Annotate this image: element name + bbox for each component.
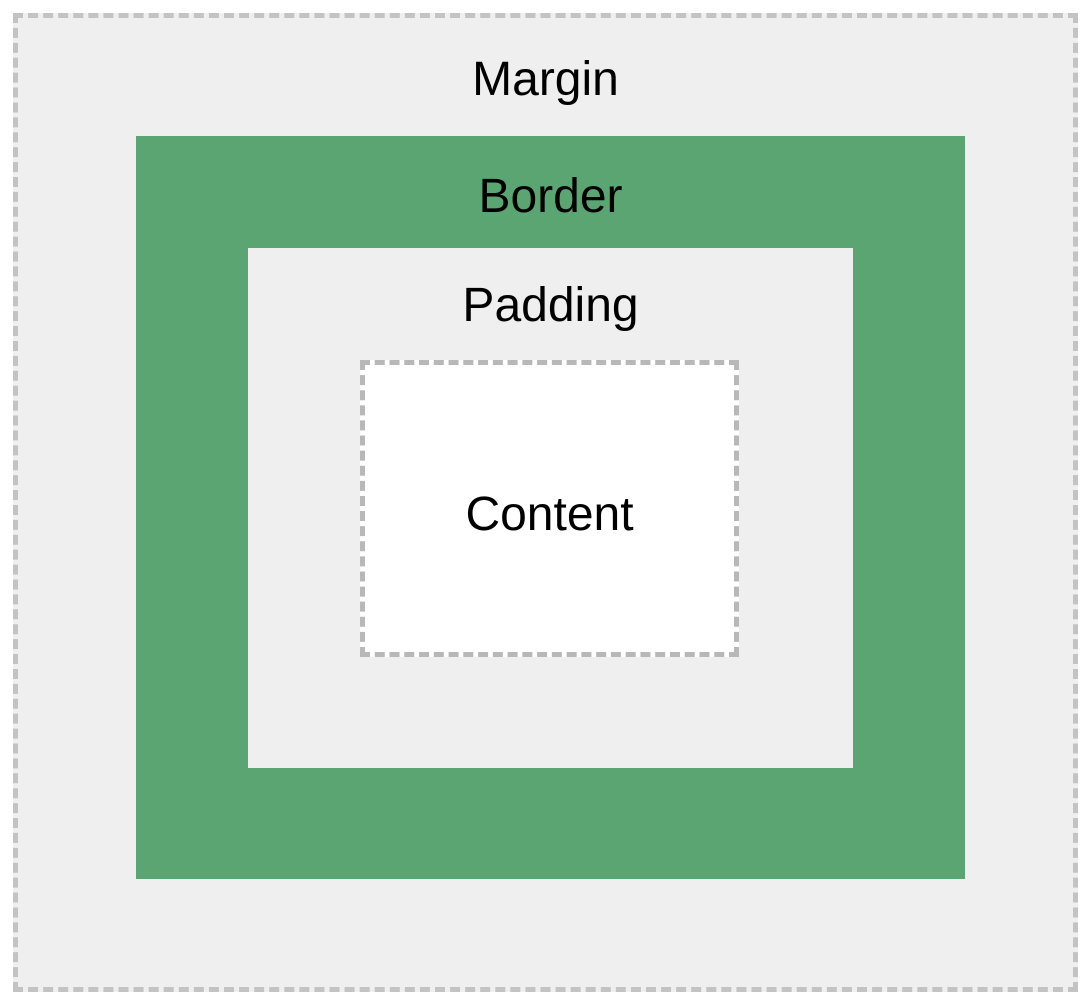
border-box: Border Padding Content <box>136 136 965 879</box>
border-label: Border <box>478 170 623 223</box>
margin-label: Margin <box>472 53 619 106</box>
content-box: Content <box>360 360 739 657</box>
padding-label: Padding <box>462 279 639 332</box>
content-label: Content <box>465 488 634 541</box>
padding-box: Padding Content <box>248 248 853 768</box>
margin-box: Margin Border Padding Content <box>13 13 1078 992</box>
